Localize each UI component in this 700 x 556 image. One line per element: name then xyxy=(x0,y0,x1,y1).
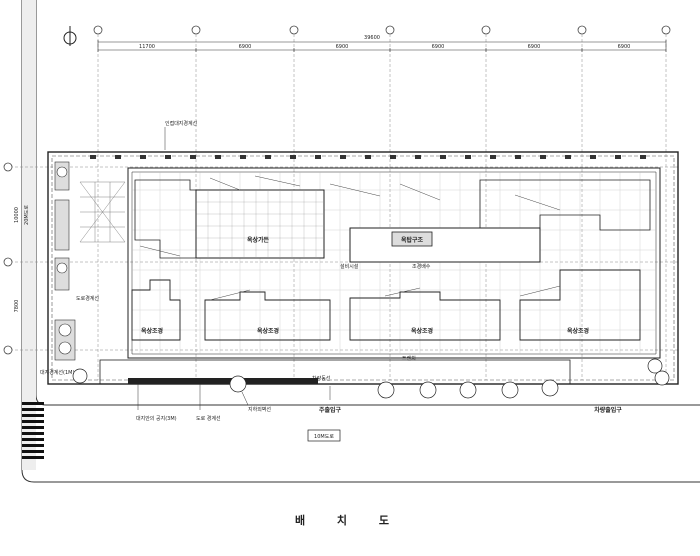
annotation-parking-zone: 차량동선 xyxy=(312,375,331,382)
dim-total: 39600 xyxy=(364,35,380,41)
road-label: 10M도로 xyxy=(314,434,334,440)
annotation-equipment: 설비시설 xyxy=(340,263,359,270)
dim-segment: 11700 xyxy=(139,44,155,50)
hedge-top xyxy=(90,155,646,159)
tower-label: 옥탑구조 xyxy=(401,236,424,244)
dim-segment: 6900 xyxy=(618,44,631,50)
grid-bubbles-left xyxy=(3,162,13,355)
dim-left: 10000 xyxy=(14,207,20,223)
annotation-drain: 조경배수 xyxy=(412,263,431,270)
leader-lines xyxy=(137,127,331,410)
tower-core xyxy=(391,231,433,247)
annotation-setback-a: 대지안의 공지(3M) xyxy=(136,415,177,422)
dim-left: 7800 xyxy=(14,300,20,313)
annotation-setback-b: 도로 경계선 xyxy=(196,415,221,422)
parking-entrance-label: 차량출입구 xyxy=(594,406,622,414)
bottom-gardens xyxy=(131,269,641,341)
grid-bubbles-top xyxy=(93,25,671,35)
main-entrance-label: 주출입구 xyxy=(319,406,342,414)
stepped-zone-ul xyxy=(134,179,197,259)
drawing-title: 배 치 도 xyxy=(295,513,403,527)
north-arrow-icon xyxy=(63,26,77,46)
dimension-lines xyxy=(97,40,667,52)
dim-segment: 6900 xyxy=(528,44,541,50)
garden-label: 옥상조경 xyxy=(411,327,433,335)
garden-label: 옥상가든 xyxy=(247,236,270,244)
garden-tile-grid xyxy=(196,190,324,258)
sidewalk-fill xyxy=(22,0,36,470)
garden-label: 옥상조경 xyxy=(141,327,163,335)
annotation-underground: 지하외벽선 xyxy=(248,406,271,413)
garden-label: 옥상조경 xyxy=(567,327,589,335)
parking-cross-pattern xyxy=(79,181,126,243)
sidewalk-label: 20M도로 xyxy=(24,205,30,225)
stepped-zone-ur xyxy=(479,179,651,231)
street-trees xyxy=(72,358,670,399)
site-boundary xyxy=(47,151,679,385)
setback-line xyxy=(51,155,675,381)
trench-bar xyxy=(128,378,318,384)
grid-lines xyxy=(10,34,680,380)
slope-arrows xyxy=(139,175,561,301)
crosswalk xyxy=(22,402,44,459)
road-label-box xyxy=(307,429,341,442)
annotation-building-line: 대지경계선(1M) xyxy=(40,369,74,376)
annotation-trench: 트렌치 xyxy=(402,355,416,362)
dim-segment: 6900 xyxy=(432,44,445,50)
annotation-zone: 도로경계선 xyxy=(76,295,99,302)
rooftop-garden-block xyxy=(195,189,325,259)
left-landscape xyxy=(54,161,76,361)
dim-segment: 6900 xyxy=(336,44,349,50)
annotation-neighbor-line: 인접대지경계선 xyxy=(165,120,198,127)
driveway-strip xyxy=(99,359,571,385)
rooftop-tower-block xyxy=(349,227,541,263)
dim-segment: 6900 xyxy=(239,44,252,50)
garden-label: 옥상조경 xyxy=(257,327,279,335)
